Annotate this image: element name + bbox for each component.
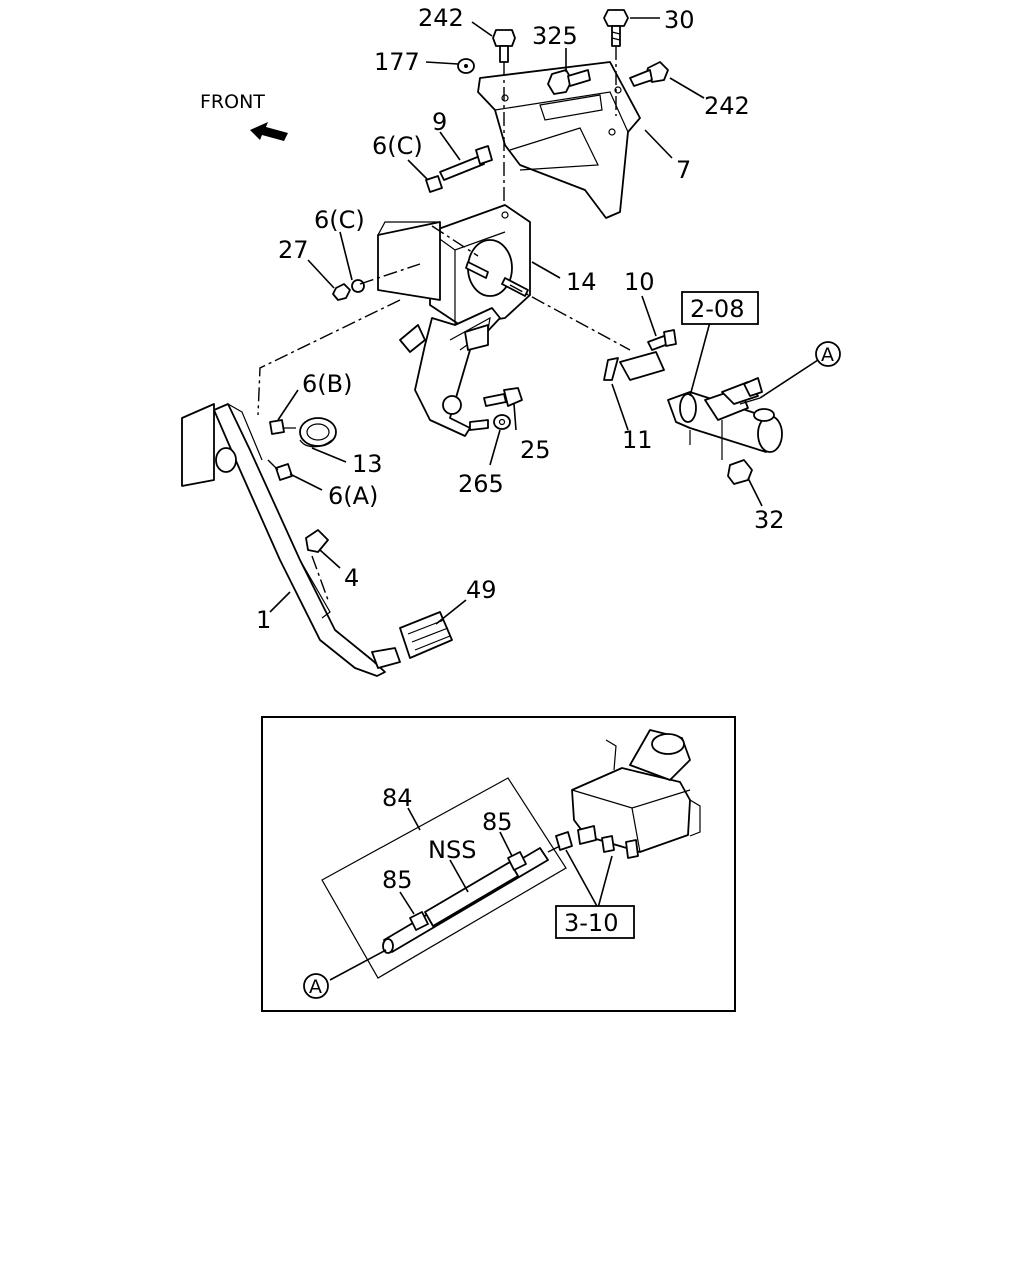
callout-177: 177 xyxy=(374,48,420,76)
pedal-arm xyxy=(181,403,401,677)
callout-3-10-box xyxy=(555,905,635,939)
callout-25: 25 xyxy=(520,436,551,464)
callout-2-08: 2-08 xyxy=(690,295,744,323)
bolt-25 xyxy=(483,387,523,407)
bolt-242-top xyxy=(492,29,516,215)
callout-32: 32 xyxy=(754,506,785,534)
callout-6a: 6(A) xyxy=(328,482,378,510)
upper-bracket xyxy=(477,61,641,219)
callout-4: 4 xyxy=(344,564,359,592)
callout-2-08-box xyxy=(681,291,759,325)
callout-85-left: 85 xyxy=(382,866,413,894)
callout-3-10: 3-10 xyxy=(564,909,618,937)
bolt-10 xyxy=(647,329,677,351)
front-indicator: FRONT xyxy=(200,91,288,141)
callout-242-right: 242 xyxy=(704,92,750,120)
callout-265: 265 xyxy=(458,470,504,498)
callout-30: 30 xyxy=(664,6,695,34)
front-label: FRONT xyxy=(200,91,265,113)
callout-27: 27 xyxy=(278,236,309,264)
bolt-325 xyxy=(547,69,591,95)
callout-325: 325 xyxy=(532,22,578,50)
callout-10: 10 xyxy=(624,268,655,296)
bushing-6a xyxy=(275,463,293,481)
callout-11: 11 xyxy=(622,426,653,454)
stopper-4 xyxy=(305,529,329,601)
callout-leaders-upper xyxy=(269,17,819,625)
callout-84: 84 xyxy=(382,784,413,812)
reservoir-inset: 84 85 NSS 85 3-10 A xyxy=(261,716,736,1012)
callout-6b: 6(B) xyxy=(302,370,352,398)
washer-177 xyxy=(457,58,475,74)
callout-labels-upper: 242 325 30 177 242 7 9 6(C) 6(C) 27 14 1… xyxy=(256,4,841,634)
bushing-6c-mid xyxy=(351,279,365,293)
callout-a-bottom: A xyxy=(309,976,322,998)
nut-265 xyxy=(469,414,511,431)
callout-6c-mid: 6(C) xyxy=(314,206,365,234)
pedal-pad-49 xyxy=(399,611,453,659)
callout-nss: NSS xyxy=(428,836,476,864)
bolt-30 xyxy=(603,9,629,116)
inset-frame xyxy=(261,716,736,1012)
callout-85-top: 85 xyxy=(482,808,513,836)
bushing-6c-top xyxy=(425,175,443,193)
nut-27 xyxy=(332,283,351,301)
nut-32 xyxy=(721,420,753,485)
callout-a-bottom-circle xyxy=(303,973,329,999)
callout-7: 7 xyxy=(676,156,691,184)
callout-6c-top: 6(C) xyxy=(372,132,423,160)
reservoir-tank xyxy=(547,729,701,859)
master-cylinder xyxy=(667,377,783,453)
clamp-85-left xyxy=(409,911,429,931)
callout-13: 13 xyxy=(352,450,383,478)
clamp-85-top xyxy=(507,851,527,871)
pin-9 xyxy=(439,145,493,181)
bolt-242-right xyxy=(629,61,669,87)
callout-242-top: 242 xyxy=(418,4,464,32)
front-arrow-icon xyxy=(250,122,288,141)
bushing-6b xyxy=(269,419,285,435)
callout-9: 9 xyxy=(432,108,447,136)
callout-14: 14 xyxy=(566,268,597,296)
callout-a-top-circle xyxy=(815,341,841,367)
pedal-bracket xyxy=(377,204,531,437)
callout-a-top: A xyxy=(821,344,834,366)
clutch-switch-11 xyxy=(603,351,665,381)
callout-49: 49 xyxy=(466,576,497,604)
callout-1: 1 xyxy=(256,606,271,634)
